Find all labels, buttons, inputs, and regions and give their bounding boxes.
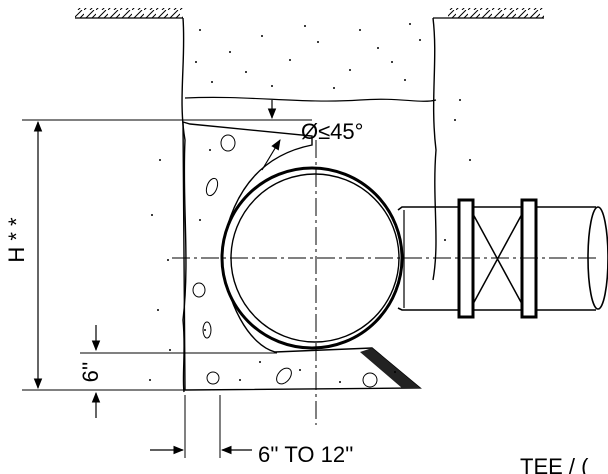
ground-hatch-left (75, 8, 183, 19)
trench-wall-right (432, 17, 437, 281)
backfill-boundary (184, 96, 437, 102)
height-label: H * * (4, 217, 29, 263)
extension-lines (22, 119, 312, 458)
ground-hatch-right (433, 8, 544, 19)
angle-label: Ø≤45° (301, 119, 363, 144)
side-clearance-label: 6'' TO 12'' (258, 442, 354, 467)
angle-arrows (261, 100, 281, 171)
backfill-stipple (149, 23, 471, 383)
center-lines (172, 140, 600, 425)
thrust-block-shading (360, 348, 420, 388)
corner-label: TEE / ( (520, 454, 589, 474)
bottom-clearance-label: 6'' (78, 362, 103, 383)
aggregate-stones (192, 134, 378, 388)
